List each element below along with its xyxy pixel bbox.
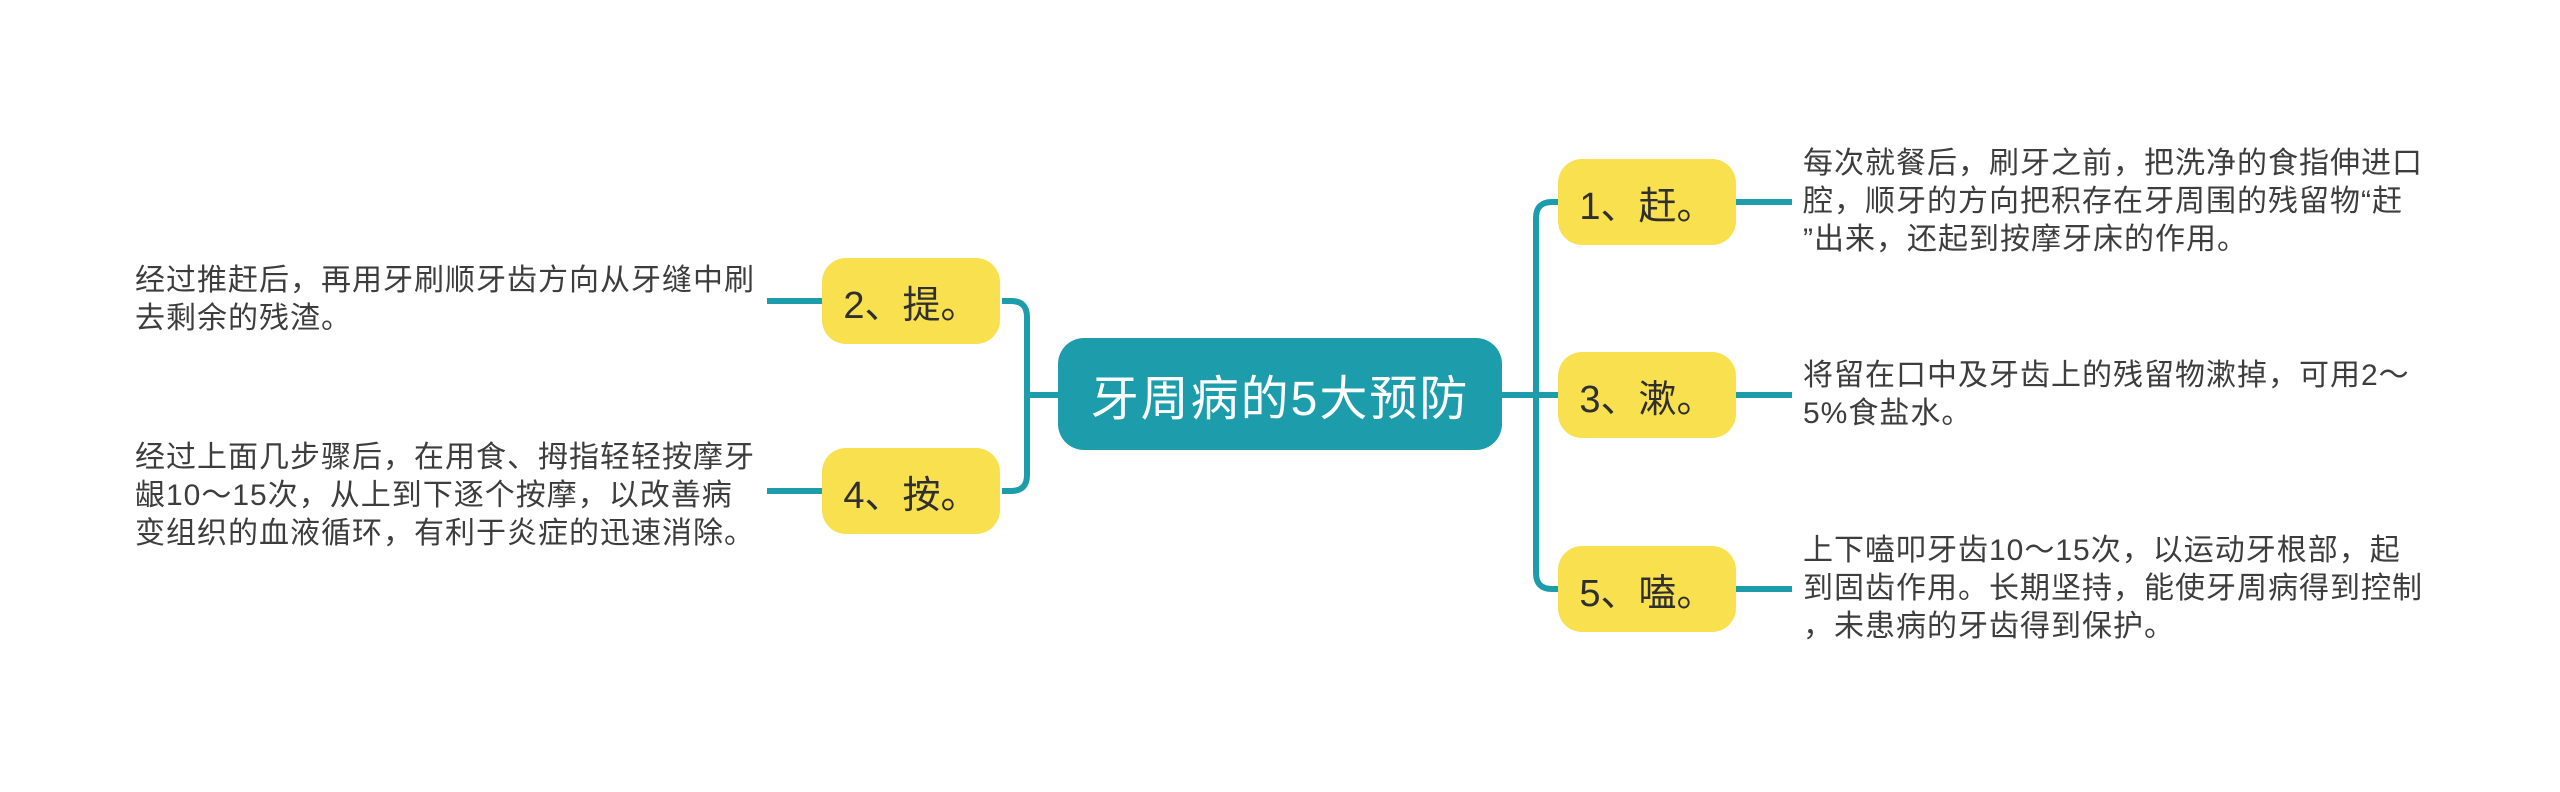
branch-description-3[interactable]: 将留在口中及牙齿上的残留物漱掉，可用2～ 5%食盐水。 [1803,359,2410,430]
branch-description-1[interactable]: 每次就餐后，刷牙之前，把洗净的食指伸进口 腔，顺牙的方向把积存在牙周围的残留物“… [1803,147,2423,256]
branch-node-5[interactable]: 5、嗑。 [1558,546,1736,632]
branch-node-1[interactable]: 1、赶。 [1558,159,1736,245]
central-topic[interactable]: 牙周病的5大预防 [1058,338,1502,450]
branch-node-2[interactable]: 2、提。 [822,258,1000,344]
branch-description-4[interactable]: 经过上面几步骤后，在用食、拇指轻轻按摩牙 龈10～15次，从上到下逐个按摩，以改… [135,441,755,550]
branch-description-5[interactable]: 上下嗑叩牙齿10～15次，以运动牙根部，起 到固齿作用。长期坚持，能使牙周病得到… [1803,534,2423,643]
connector-right-bracket [1533,199,1558,592]
branch-description-2[interactable]: 经过推赶后，再用牙刷顺牙齿方向从牙缝中刷 去剩余的残渣。 [135,264,755,335]
branch-node-4[interactable]: 4、按。 [822,448,1000,534]
connector-left-bracket [1002,298,1030,494]
branch-node-3[interactable]: 3、漱。 [1558,352,1736,438]
